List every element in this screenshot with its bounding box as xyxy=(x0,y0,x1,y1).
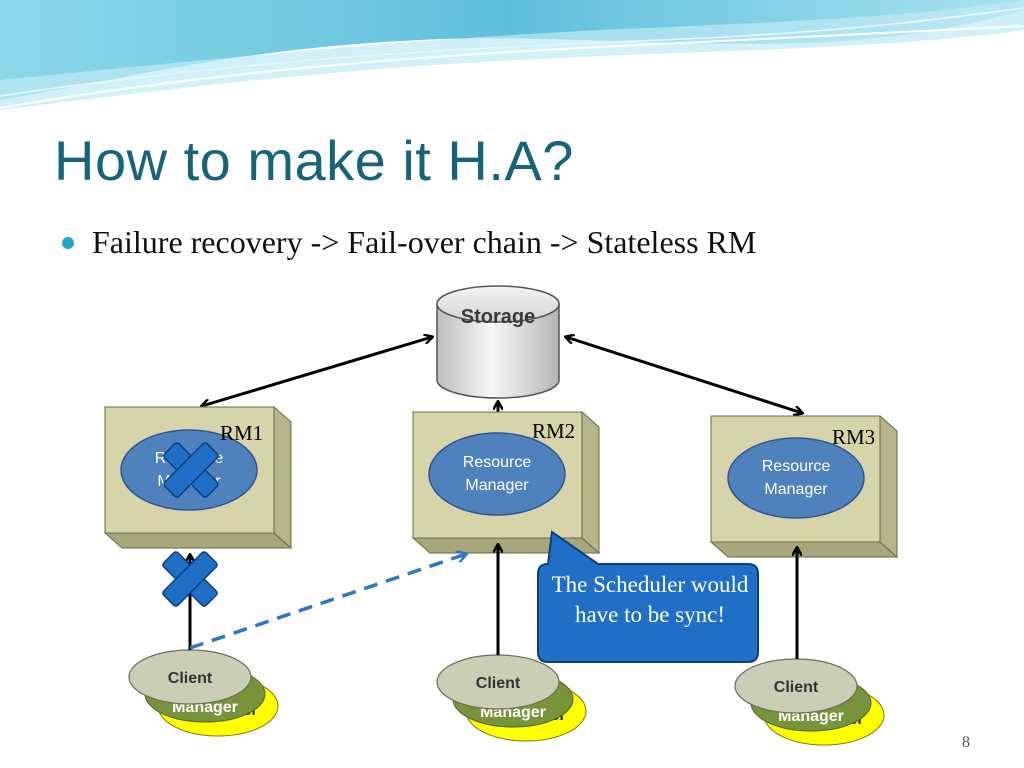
header-wave-decoration xyxy=(0,0,1024,110)
client3-label: Client xyxy=(774,679,819,696)
storage-link-rm3 xyxy=(566,337,802,413)
rm3-box: Resource Manager xyxy=(709,414,899,559)
callout-text: The Scheduler would have to be sync! xyxy=(551,572,749,627)
rm1-label: RM1 xyxy=(220,421,263,445)
scheduler-callout xyxy=(537,530,759,663)
page-number: 8 xyxy=(962,734,970,751)
bullet-dot-icon xyxy=(62,236,74,249)
bullet-point: Failure recovery -> Fail-over chain -> S… xyxy=(62,224,756,261)
storage-label: Storage xyxy=(461,306,535,328)
rm3-rm-line2: Manager xyxy=(764,481,828,498)
storage-link-rm1 xyxy=(202,337,432,406)
rm3-rm-line1: Resource xyxy=(762,458,831,475)
client1-label: Client xyxy=(168,670,213,687)
rm3-resource-manager xyxy=(727,437,865,519)
rm2-rm-line1: Resource xyxy=(463,454,532,471)
client-stack-3: er Manager Client xyxy=(734,658,885,746)
client2-label: Client xyxy=(476,675,521,692)
bullet-text: Failure recovery -> Fail-over chain -> S… xyxy=(92,224,757,260)
storage-cylinder: Storage xyxy=(436,285,560,399)
failover-dashed-arrow xyxy=(189,554,466,650)
rm1-failure-cross-icon xyxy=(163,442,219,498)
client-stack-2: er Manager Client xyxy=(436,654,587,742)
slide-title: How to make it H.A? xyxy=(54,129,574,192)
client1-link-failure-cross-icon xyxy=(162,551,218,607)
rm2-label: RM2 xyxy=(532,419,575,443)
rm2-rm-line2: Manager xyxy=(465,477,529,494)
rm3-label: RM3 xyxy=(832,425,875,449)
client-stack-1: er Manager Client xyxy=(128,649,279,737)
rm2-resource-manager xyxy=(428,432,566,516)
